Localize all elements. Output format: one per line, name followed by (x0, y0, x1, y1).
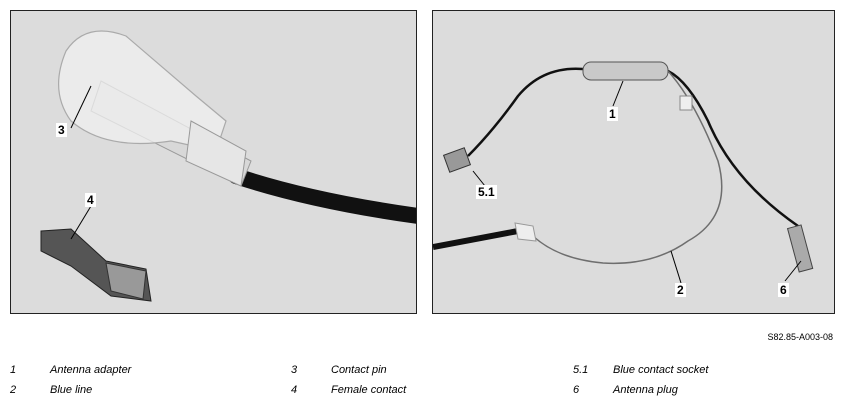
black-wire-to-plug (667, 69, 799, 228)
contact-pin-illustration (40, 30, 416, 302)
leader-line-5-1 (472, 170, 486, 187)
leader-line-3 (70, 85, 92, 129)
antenna-adapter (582, 61, 669, 81)
antenna-adapter-illustration (433, 61, 814, 284)
leader-line-1 (612, 80, 624, 107)
pin-collar (185, 120, 247, 187)
line-terminal (514, 222, 537, 242)
legend-text: Blue contact socket (613, 364, 709, 376)
callout-1: 1 (607, 107, 618, 121)
cable-clip (679, 95, 693, 111)
leader-line-6 (784, 260, 802, 282)
legend-text: Female contact (331, 384, 407, 396)
figure-code: S82.85-A003-08 (767, 332, 833, 342)
callout-5-1: 5.1 (476, 185, 497, 199)
legend-text: Blue line (50, 384, 93, 396)
legend-number: 3 (291, 364, 298, 376)
black-cable-lower (433, 228, 519, 250)
legend-number: 1 (10, 364, 17, 376)
black-cable (228, 168, 416, 224)
callout-6: 6 (778, 283, 789, 297)
legend-text: Antenna plug (613, 384, 678, 396)
female-contact-crimp (105, 262, 147, 300)
transparent-boot (57, 30, 227, 152)
legend-number: 6 (573, 384, 580, 396)
photo-panel-contact-pin: 3 4 (10, 10, 417, 314)
black-wire-to-socket (467, 67, 584, 157)
callout-2: 2 (675, 283, 686, 297)
legend-text: Antenna adapter (50, 364, 132, 376)
blue-line (532, 70, 723, 265)
legend-number: 5.1 (573, 364, 589, 376)
callout-3: 3 (56, 123, 67, 137)
photo-panel-antenna-adapter: 1 5.1 2 6 (432, 10, 835, 314)
blue-contact-socket (442, 147, 472, 173)
legend-text: Contact pin (331, 364, 387, 376)
leader-line-2 (670, 250, 682, 284)
callout-4: 4 (85, 193, 96, 207)
leader-line-4 (70, 205, 92, 240)
antenna-plug (786, 224, 814, 273)
legend-number: 4 (291, 384, 298, 396)
legend-number: 2 (10, 384, 17, 396)
